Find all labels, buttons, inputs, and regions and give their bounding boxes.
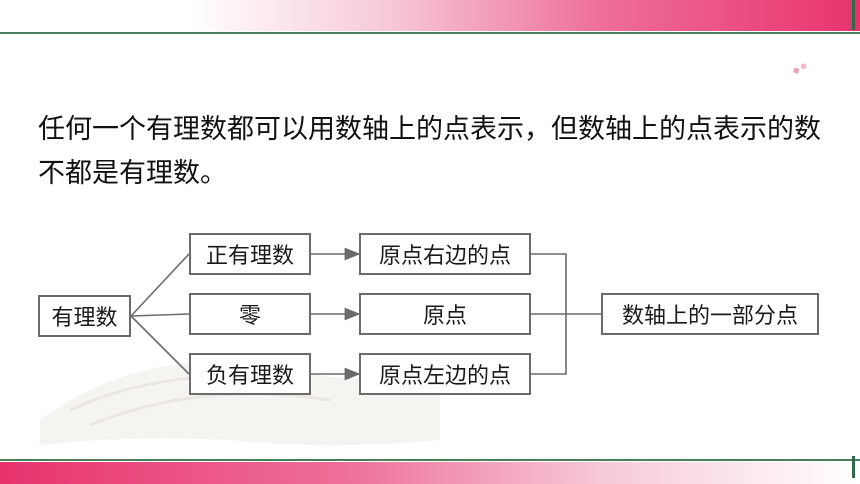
result-node-part-of-number-axis: 数轴上的一部分点 (601, 293, 819, 335)
connector-root-positive (130, 253, 190, 317)
sparkle-icon (793, 63, 807, 74)
footer-gradient-band (0, 462, 860, 484)
header-divider-line (0, 32, 860, 34)
category-node-negative: 负有理数 (189, 353, 311, 395)
point-node-origin: 原点 (359, 293, 531, 335)
category-node-positive: 正有理数 (189, 233, 311, 275)
header-gradient-band (0, 0, 860, 31)
connector-root-negative (130, 315, 190, 375)
root-node-rational-numbers: 有理数 (38, 295, 131, 337)
footer-edge-marker (852, 456, 855, 478)
footer-divider-line (0, 459, 860, 461)
point-node-left-of-origin: 原点左边的点 (359, 353, 531, 395)
category-node-zero: 零 (189, 293, 311, 335)
header-edge-marker (852, 0, 855, 30)
rational-number-statement: 任何一个有理数都可以用数轴上的点表示，但数轴上的点表示的数不都是有理数。 (38, 114, 821, 189)
point-node-right-of-origin: 原点右边的点 (359, 233, 531, 275)
connector-root-zero (130, 313, 190, 317)
